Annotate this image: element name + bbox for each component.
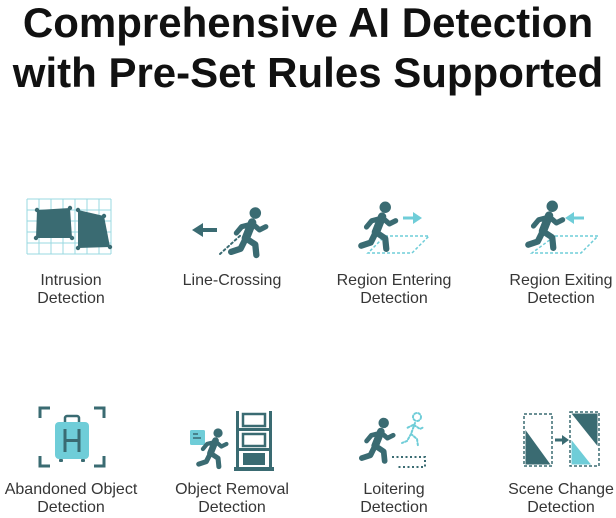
feature-intrusion-detection: Intrusion Detection (0, 190, 142, 308)
scene-change-icon (523, 411, 600, 467)
feature-label-line1: Object Removal (175, 481, 289, 498)
feature-label-line2: Detection (37, 290, 105, 307)
zone-vertex-dots (33, 205, 113, 251)
feature-line-crossing: Line-Crossing (152, 190, 312, 308)
feature-caption: Intrusion Detection (0, 272, 142, 308)
line-crossing-icon (192, 200, 272, 262)
feature-label-line2: Detection (527, 499, 595, 516)
feature-caption: Loitering Detection (314, 481, 474, 517)
page-title: Comprehensive AI Detection with Pre-Set … (0, 0, 616, 98)
change-arrow-head (562, 435, 569, 445)
abandoned-object-icon (38, 406, 106, 468)
region-outline (529, 235, 600, 254)
feature-region-entering-detection: Region Entering Detection (314, 190, 474, 308)
scene-fill-before (525, 430, 551, 465)
direction-arrow-head (192, 223, 203, 237)
feature-label-line1: Region Entering (336, 272, 452, 289)
title-line-2: with Pre-Set Rules Supported (12, 49, 604, 96)
scene-fill-after-light (571, 440, 591, 465)
scene-fill-after-dark (571, 413, 598, 446)
crossing-line (219, 233, 243, 255)
detection-corner-brackets (38, 406, 106, 468)
region-outline (366, 235, 431, 254)
object-removal-icon (190, 411, 274, 471)
feature-label-line2: Detection (360, 499, 428, 516)
feature-caption: Scene Change Detection (506, 481, 616, 517)
runner-figure (231, 207, 266, 255)
feature-loitering-detection: Loitering Detection (314, 400, 474, 518)
feature-scene-change-detection: Scene Change Detection (506, 400, 616, 518)
feature-label-line1: Abandoned Object (4, 481, 138, 498)
feature-label-line1: Line-Crossing (182, 272, 282, 289)
shelf-box-bottom (243, 453, 265, 465)
zone-polygon-left (36, 208, 72, 238)
feature-abandoned-object-detection: Abandoned Object Detection (0, 400, 142, 518)
exit-arrow-head (565, 212, 574, 224)
suitcase-straps (63, 429, 81, 452)
suitcase-wheels (59, 459, 85, 462)
feature-region-exiting-detection: Region Exiting Detection (506, 190, 616, 308)
shelf-box-middle (241, 432, 267, 448)
feature-label-line1: Region Exiting (509, 272, 613, 289)
feature-caption: Object Removal Detection (152, 481, 312, 517)
runner-figure (528, 201, 562, 248)
walker-figure (362, 418, 393, 461)
feature-label-line2: Detection (37, 499, 105, 516)
title-line-1: Comprehensive AI Detection (22, 0, 594, 46)
feature-caption: Region Entering Detection (314, 272, 474, 308)
zone-polygon-right (78, 210, 110, 248)
feature-caption: Line-Crossing (152, 272, 312, 290)
feature-label-line2: Detection (527, 290, 595, 307)
dotted-walker-figure (401, 412, 425, 447)
feature-object-removal-detection: Object Removal Detection (152, 400, 312, 518)
region-entering-icon (355, 198, 431, 254)
shelf-box-top (241, 412, 267, 428)
scene-frame-after (569, 411, 600, 467)
loitering-icon (358, 412, 426, 468)
carried-box-marks (193, 433, 201, 439)
region-exiting-icon (522, 198, 600, 254)
feature-label-line1: Scene Change (508, 481, 614, 498)
feature-label-line1: Intrusion (40, 272, 102, 289)
feature-label-line2: Detection (360, 290, 428, 307)
loiter-path (392, 456, 426, 468)
shelf-frame (234, 411, 274, 471)
feature-caption: Abandoned Object Detection (0, 481, 142, 517)
feature-label-line2: Detection (198, 499, 266, 516)
intrusion-zone-icon (26, 198, 113, 255)
feature-caption: Region Exiting Detection (506, 272, 616, 308)
feature-label-line1: Loitering (363, 481, 425, 498)
enter-arrow-head (413, 212, 422, 224)
